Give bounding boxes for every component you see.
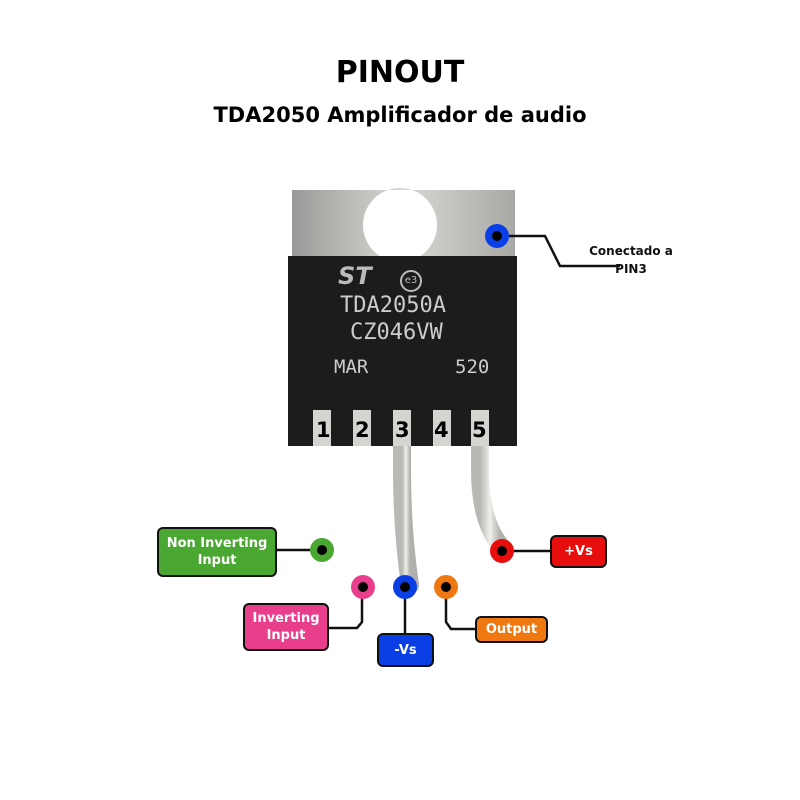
chip-date-right: 520 [455, 356, 490, 378]
e3-mark: e3 [400, 270, 422, 292]
label-output: Output [475, 616, 548, 643]
chip-date-left: MAR [334, 356, 369, 378]
st-logo: ST [338, 262, 372, 290]
chip-marking-2: CZ046VW [350, 320, 443, 345]
label-plus-vs: +Vs [550, 535, 607, 568]
pin-markers [310, 224, 514, 599]
subtitle: TDA2050 Amplificador de audio [213, 103, 587, 127]
label-non-inverting-input: Non Inverting Input [157, 527, 277, 577]
pin-number-4: 4 [434, 418, 449, 442]
tab-note-line2: PIN3 [615, 262, 647, 276]
title: PINOUT [335, 55, 465, 90]
lead-stubs [313, 410, 489, 446]
chip-marking-1: TDA2050A [340, 293, 446, 318]
metal-tab [292, 188, 515, 262]
label-minus-vs: -Vs [377, 633, 434, 667]
pin-number-5: 5 [472, 418, 487, 442]
pin-number-3: 3 [395, 418, 410, 442]
pin-number-1: 1 [316, 418, 331, 442]
label-inverting-input: Inverting Input [243, 603, 329, 651]
tab-note-line1: Conectado a [589, 244, 673, 258]
pin-number-2: 2 [355, 418, 370, 442]
